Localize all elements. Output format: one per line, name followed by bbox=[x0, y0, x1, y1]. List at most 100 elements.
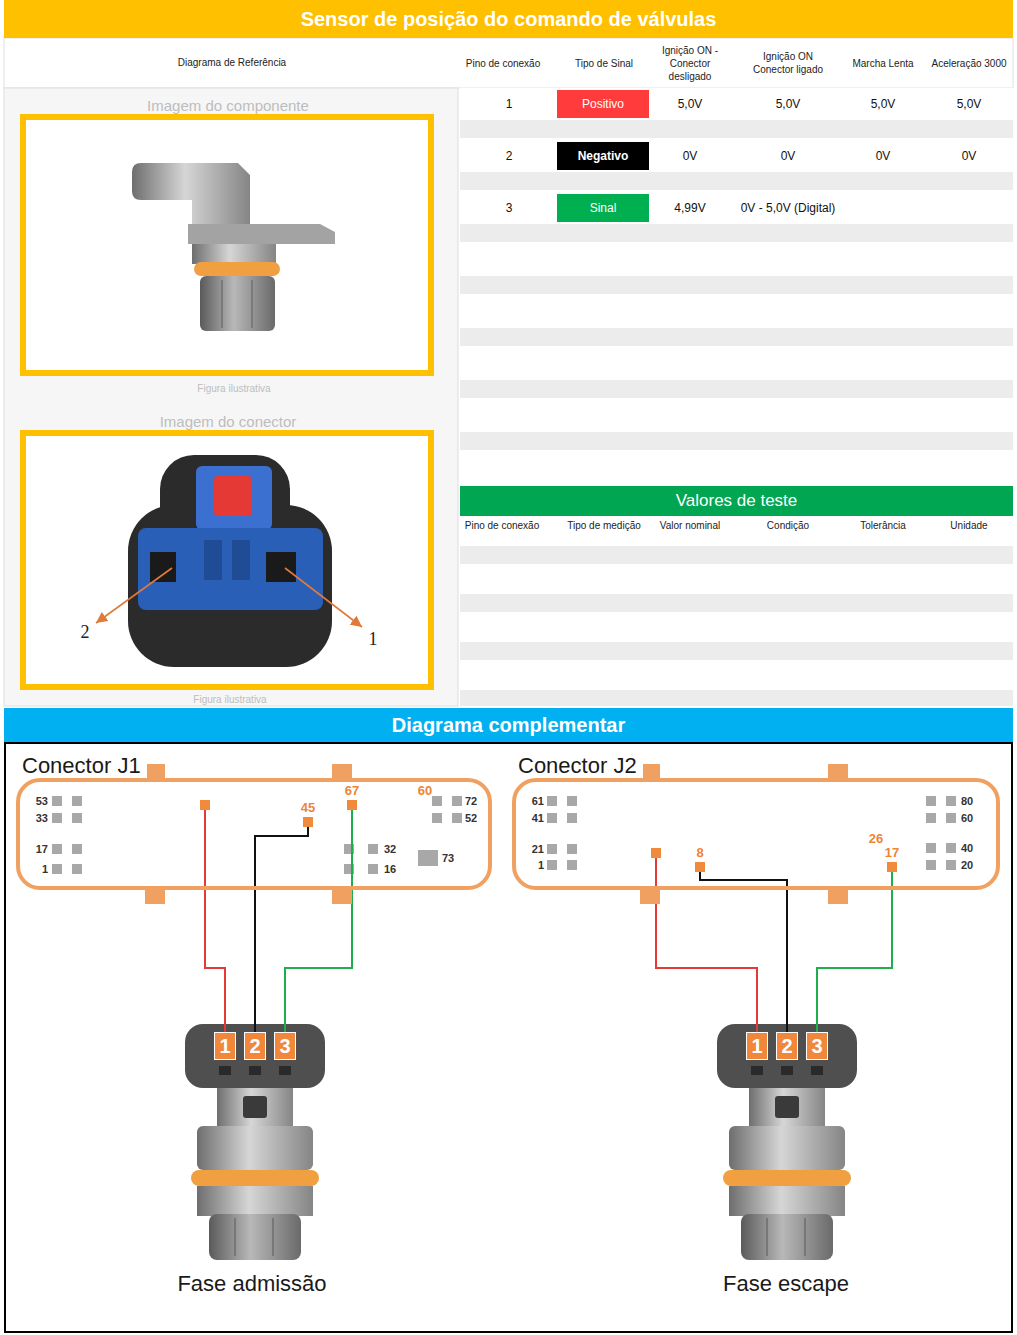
image-heading: Imagem do conector bbox=[160, 413, 297, 430]
image-frame bbox=[23, 117, 431, 373]
connector-housing bbox=[18, 780, 490, 888]
pin-number: 16 bbox=[384, 863, 396, 875]
diagram-frame bbox=[5, 743, 1012, 1332]
ecu-connector: 604567Conector J1 bbox=[16, 778, 492, 890]
column-header: Valor nominal bbox=[660, 520, 720, 531]
node-text: 2 bbox=[249, 1034, 260, 1058]
column-header: Unidade bbox=[950, 520, 987, 531]
pin-number: 52 bbox=[465, 812, 477, 824]
connector-pin: 67 bbox=[338, 784, 366, 810]
wire bbox=[285, 810, 352, 1032]
test-table-panel bbox=[460, 516, 1013, 706]
table-cell: 5,0V bbox=[871, 97, 896, 111]
signal-type: Negativo bbox=[557, 142, 649, 170]
table-cell: 5,0V bbox=[957, 97, 982, 111]
table-cell: 3 bbox=[506, 201, 513, 215]
image-heading: Imagem do componente bbox=[147, 97, 309, 114]
table-cell: 0V bbox=[962, 149, 977, 163]
sensor-illustration bbox=[132, 163, 335, 331]
table-cell: 4,99V bbox=[674, 201, 705, 215]
title-text: Sensor de posição do comando de válvulas bbox=[301, 8, 717, 31]
connector-pin: 60 bbox=[191, 784, 219, 810]
pin-number: 73 bbox=[442, 852, 454, 864]
connector-tab bbox=[640, 764, 660, 778]
sensor-caption: Fase escape bbox=[723, 1271, 849, 1297]
section-band: Valores de teste bbox=[460, 486, 1013, 516]
table-cell: 2 bbox=[506, 149, 513, 163]
pin-terminal bbox=[303, 817, 313, 827]
pin-number: 67 bbox=[338, 784, 366, 798]
pin-terminal bbox=[651, 848, 661, 858]
column-header: Pino de conexão bbox=[465, 520, 540, 531]
signal-type: Positivo bbox=[557, 90, 649, 118]
node-text: 2 bbox=[781, 1034, 792, 1058]
sensor-caption: Fase admissão bbox=[177, 1271, 326, 1297]
left-panel bbox=[4, 88, 458, 706]
column-header: Tolerância bbox=[860, 520, 906, 531]
pin-number: 1 bbox=[42, 863, 48, 875]
signal-type: Sinal bbox=[557, 194, 649, 222]
sensor-pin: 2 bbox=[776, 1032, 798, 1060]
table-cell: 0V bbox=[683, 149, 698, 163]
table-cell: 1 bbox=[506, 97, 513, 111]
connector-outline bbox=[512, 778, 1000, 890]
pin-number: 40 bbox=[961, 842, 973, 854]
image-frame bbox=[23, 433, 431, 687]
column-header: Ignição ON Conector ligado bbox=[748, 50, 828, 76]
pin-terminal bbox=[347, 800, 357, 810]
connector-tab bbox=[640, 890, 660, 904]
column-header: Tipo de medição bbox=[567, 520, 641, 531]
pin-number: 26 bbox=[862, 832, 890, 846]
image-note: Figura ilustrativa bbox=[197, 383, 270, 394]
node-text: 3 bbox=[279, 1034, 290, 1058]
column-header: Condição bbox=[767, 520, 809, 531]
sensor-pin: 1 bbox=[214, 1032, 236, 1060]
pin-number: 21 bbox=[532, 843, 544, 855]
pin-number: 72 bbox=[465, 795, 477, 807]
sensor-drawing bbox=[185, 1024, 325, 1260]
connector-housing bbox=[514, 780, 998, 888]
pin-terminal bbox=[695, 862, 705, 872]
test-table-stripes bbox=[460, 546, 1013, 706]
image-note: Figura ilustrativa bbox=[193, 694, 266, 705]
pin-number: 53 bbox=[36, 795, 48, 807]
pin-number: 33 bbox=[36, 812, 48, 824]
ecu-connector: 26817Conector J2 bbox=[512, 778, 1000, 890]
table-cell: 0V - 5,0V (Digital) bbox=[741, 201, 836, 215]
connector-tab bbox=[332, 764, 352, 778]
connector-name: Conector J1 bbox=[16, 753, 147, 778]
column-header: Diagrama de Referência bbox=[178, 57, 286, 68]
wire bbox=[656, 858, 757, 1032]
pin-number: 20 bbox=[961, 859, 973, 871]
header-row bbox=[4, 38, 1013, 88]
connector-tab bbox=[145, 764, 165, 778]
table-panel bbox=[460, 88, 1013, 486]
title-band: Sensor de posição do comando de válvulas bbox=[4, 0, 1013, 38]
node-text: 1 bbox=[219, 1034, 230, 1058]
callout-number: 1 bbox=[369, 629, 378, 650]
connector-illustration bbox=[96, 455, 362, 667]
sensor-pin: 3 bbox=[806, 1032, 828, 1060]
pin-number: 1 bbox=[538, 859, 544, 871]
wire bbox=[205, 810, 225, 1032]
column-header: Tipo de Sinal bbox=[575, 58, 633, 69]
sensor-drawing bbox=[717, 1024, 857, 1260]
connector-pin: 8 bbox=[686, 846, 714, 872]
pin-number: 17 bbox=[36, 843, 48, 855]
pin-number: 17 bbox=[878, 846, 906, 860]
connector-name: Conector J2 bbox=[512, 753, 643, 778]
connector-pin: 26 bbox=[642, 832, 670, 858]
connector-tab bbox=[332, 890, 352, 904]
column-header: Ignição ON - Conector desligado bbox=[650, 44, 730, 83]
table-stripes bbox=[460, 120, 1013, 450]
unused-pins bbox=[52, 796, 956, 874]
pin-number: 45 bbox=[294, 801, 322, 815]
table-cell: 5,0V bbox=[678, 97, 703, 111]
node-text: Diagrama complementar bbox=[392, 714, 625, 737]
node-text: Valores de teste bbox=[676, 491, 798, 511]
pin-number: 8 bbox=[686, 846, 714, 860]
pin-terminal bbox=[887, 862, 897, 872]
pin-number: 80 bbox=[961, 795, 973, 807]
